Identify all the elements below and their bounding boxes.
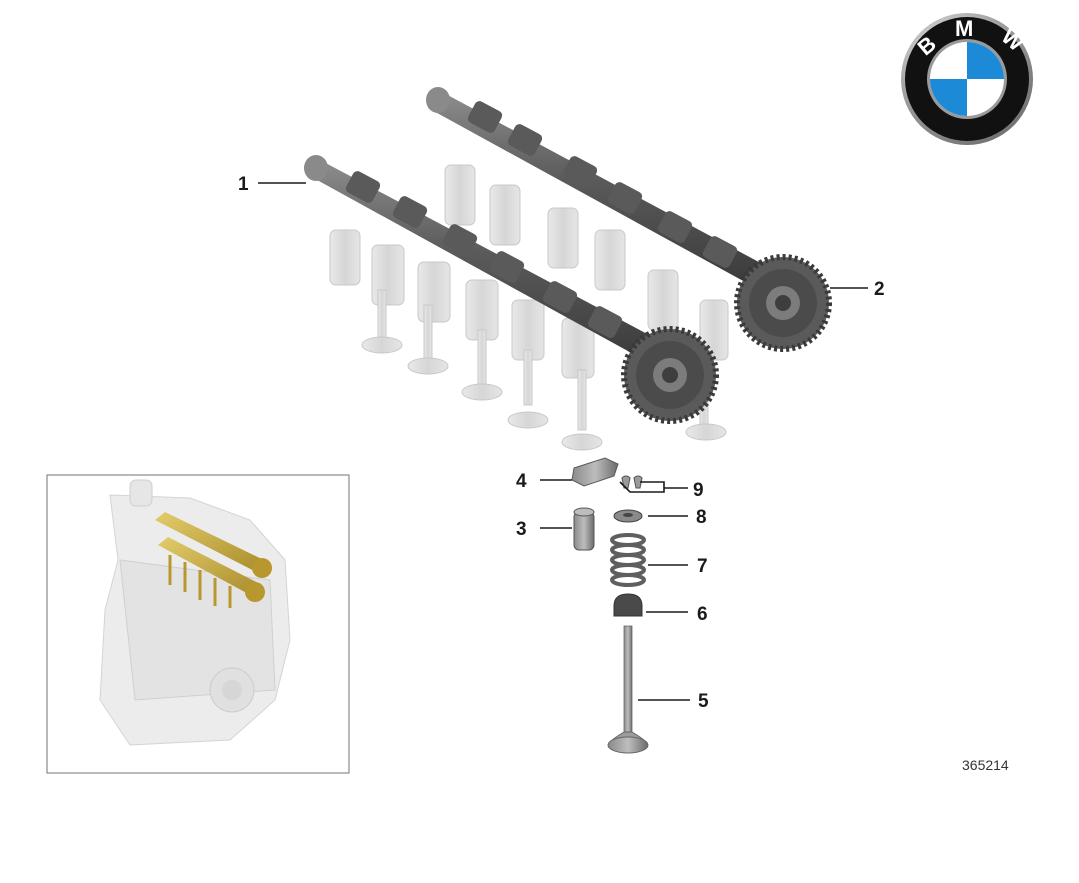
callout-9: 9	[693, 480, 704, 501]
valve	[607, 625, 649, 754]
roller-finger-follower	[571, 457, 619, 487]
callout-8: 8	[696, 507, 707, 528]
hydraulic-lash-adjuster	[573, 507, 595, 551]
callout-6: 6	[697, 604, 708, 625]
callout-1: 1	[238, 174, 249, 195]
valve-stem-seal	[613, 593, 643, 617]
inset-camshaft-highlight	[155, 512, 272, 608]
callout-7: 7	[697, 556, 708, 577]
leader-lines	[258, 182, 868, 701]
callout-5: 5	[698, 691, 709, 712]
callout-2: 2	[874, 279, 885, 300]
exhaust-camshaft	[426, 87, 832, 352]
bmw-logo: B M W	[901, 13, 1033, 145]
ghost-valve-train	[329, 164, 729, 451]
diagram-number: 365214	[962, 757, 1009, 773]
bmw-letter-m: M	[955, 16, 973, 41]
engine-location-inset	[46, 474, 350, 774]
callout-3: 3	[516, 519, 527, 540]
callout-4: 4	[516, 471, 527, 492]
intake-camshaft	[304, 155, 719, 424]
valve-spring-retainer	[613, 509, 643, 523]
valve-spring	[610, 533, 646, 587]
